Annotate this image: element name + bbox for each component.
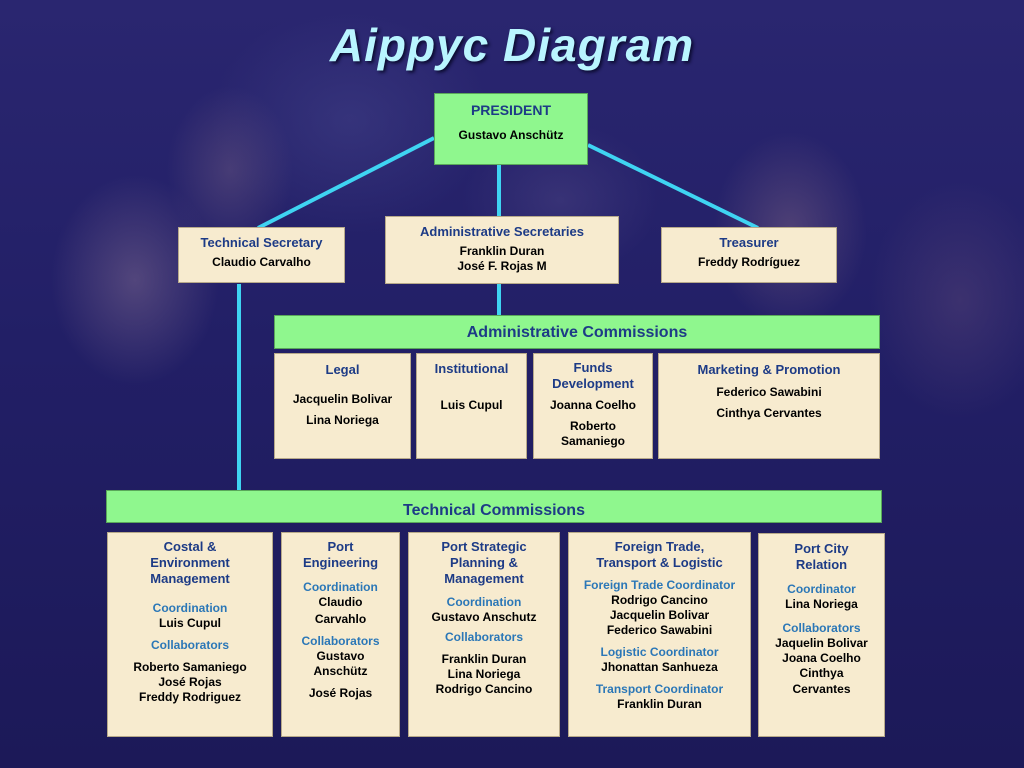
member-name: Joanna Coelho <box>549 398 636 412</box>
commission-title: Institutional <box>434 361 509 376</box>
group-label: Coordination <box>152 601 228 615</box>
commission-port-city-relation: Port City Relation Coordinator Lina Nori… <box>758 533 885 737</box>
commission-title: Port <box>327 539 354 554</box>
technical-commissions-title: Technical Commissions <box>403 502 585 519</box>
connector-president-technical-secretary <box>257 136 435 230</box>
commission-funds-development: Funds Development Joanna Coelho Roberto … <box>533 353 653 459</box>
member-name: Freddy Rodriguez <box>138 690 241 704</box>
member-name: Claudio <box>318 595 363 609</box>
commission-title: Transport & Logistic <box>596 555 723 570</box>
commission-title: Development <box>552 376 634 391</box>
commission-institutional: Institutional Luis Cupul <box>416 353 527 459</box>
connector-president-treasurer <box>587 143 759 230</box>
commission-title: Marketing & Promotion <box>697 362 841 377</box>
group-label: Foreign Trade Coordinator <box>583 578 736 592</box>
commission-title: Management <box>150 571 230 586</box>
technical-commissions-header: Technical Commissions <box>106 490 882 523</box>
president-role: PRESIDENT <box>470 102 552 118</box>
commission-title: Port Strategic <box>441 539 527 554</box>
administrative-commissions-title: Administrative Commissions <box>466 324 688 341</box>
member-name: Jaquelin Bolivar <box>775 636 868 650</box>
technical-secretary-role: Technical Secretary <box>200 235 323 250</box>
member-name: Samaniego <box>560 434 626 448</box>
commission-title: Planning & <box>450 555 518 570</box>
member-name: Lina Noriega <box>447 667 521 681</box>
member-name: Cervantes <box>792 682 851 696</box>
administrative-secretaries-role: Administrative Secretaries <box>419 224 585 239</box>
president-name: Gustavo Anschütz <box>458 128 564 142</box>
member-name: Federico Sawabini <box>606 623 713 637</box>
member-name: Franklin Duran <box>617 697 702 711</box>
member-name: Lina Noriega <box>785 597 858 611</box>
group-label: Transport Coordinator <box>595 682 724 696</box>
commission-title: Engineering <box>302 555 379 570</box>
commission-title: Foreign Trade, <box>614 539 705 554</box>
member-name: Rodrigo Cancino <box>611 593 708 607</box>
treasurer-box: Treasurer Freddy Rodríguez <box>661 227 837 283</box>
member-name: Roberto <box>570 419 616 433</box>
member-name: Gustavo Anschutz <box>431 610 537 624</box>
commission-costal-environment: Costal & Environment Management Coordina… <box>107 532 273 737</box>
member-name: Carvahlo <box>314 612 367 626</box>
technical-secretary-name: Claudio Carvalho <box>212 255 311 269</box>
member-name: Jacquelin Bolivar <box>292 392 393 406</box>
member-name: Franklin Duran <box>441 652 527 666</box>
member-name: Joana Coelho <box>782 651 861 665</box>
president-box: PRESIDENT Gustavo Anschütz <box>434 93 588 165</box>
administrative-secretary-name: José F. Rojas M <box>457 259 547 273</box>
member-name: Luis Cupul <box>440 398 503 412</box>
group-label: Collaborators <box>444 630 523 644</box>
commission-port-engineering: Port Engineering Coordination Claudio Ca… <box>281 532 400 737</box>
treasurer-role: Treasurer <box>719 235 779 250</box>
group-label: Collaborators <box>301 634 380 648</box>
group-label: Logistic Coordinator <box>600 645 719 659</box>
commission-title: Port City <box>794 541 849 556</box>
member-name: José Rojas <box>158 675 222 689</box>
administrative-commissions-header: Administrative Commissions <box>274 315 880 349</box>
commission-title: Costal & <box>163 539 217 554</box>
diagram-title: Aippyc Diagram <box>329 19 695 71</box>
commission-title: Relation <box>795 557 848 572</box>
commission-foreign-trade-transport-logistic: Foreign Trade, Transport & Logistic Fore… <box>568 532 751 737</box>
commission-legal: Legal Jacquelin Bolivar Lina Noriega <box>274 353 411 459</box>
member-name: Rodrigo Cancino <box>435 682 533 696</box>
technical-secretary-box: Technical Secretary Claudio Carvalho <box>178 227 345 283</box>
member-name: Federico Sawabini <box>716 385 822 399</box>
member-name: Gustavo <box>316 649 365 663</box>
commission-title: Management <box>444 571 524 586</box>
member-name: Lina Noriega <box>306 413 379 427</box>
member-name: Roberto Samaniego <box>133 660 247 674</box>
member-name: Cinthya <box>799 666 844 680</box>
commission-marketing-promotion: Marketing & Promotion Federico Sawabini … <box>658 353 880 459</box>
group-label: Collaborators <box>782 621 861 635</box>
commission-title: Legal <box>325 362 360 377</box>
member-name: Jacquelin Bolivar <box>609 608 710 622</box>
group-label: Coordination <box>446 595 522 609</box>
commission-port-strategic-planning: Port Strategic Planning & Management Coo… <box>408 532 560 737</box>
group-label: Coordination <box>303 580 378 594</box>
treasurer-name: Freddy Rodríguez <box>697 255 800 269</box>
member-name: Luis Cupul <box>159 616 221 630</box>
administrative-secretary-name: Franklin Duran <box>459 244 545 258</box>
group-label: Collaborators <box>150 638 229 652</box>
member-name: Cinthya Cervantes <box>716 406 822 420</box>
administrative-secretaries-box: Administrative Secretaries Franklin Dura… <box>385 216 619 284</box>
commission-title: Environment <box>150 555 230 570</box>
member-name: Jhonattan Sanhueza <box>601 660 718 674</box>
group-label: Coordinator <box>787 582 856 596</box>
member-name: José Rojas <box>308 686 373 700</box>
commission-title: Funds <box>573 360 613 375</box>
member-name: Anschütz <box>313 664 368 678</box>
